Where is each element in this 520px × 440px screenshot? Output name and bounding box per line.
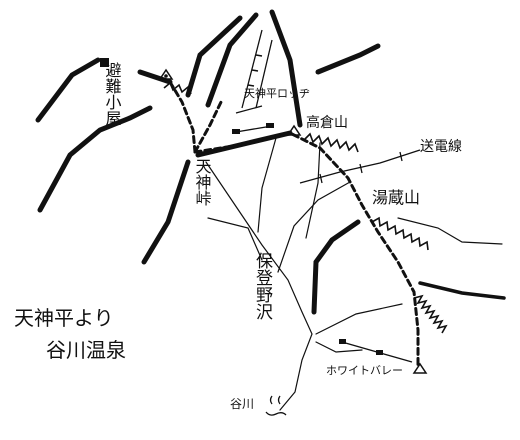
label-tanigawa: 谷川 — [230, 397, 254, 411]
stream-branch-north — [257, 137, 277, 233]
lift-station-icon — [376, 350, 383, 355]
stream-east — [397, 217, 503, 245]
label-white-valley: ホワイトバレー — [326, 364, 403, 377]
zigzag-takakura-east — [303, 132, 359, 153]
label-lodge: 天神平ロッヂ — [244, 86, 310, 100]
lift-ticks-lodge — [247, 54, 263, 87]
stream-mid — [305, 142, 321, 239]
stream-southeast — [315, 303, 403, 335]
triangle-summit-icon — [412, 362, 428, 374]
onsen-hot-spring-icon — [265, 395, 287, 416]
route-pass-to-lodge — [193, 98, 224, 154]
ridge-northwest — [35, 57, 101, 123]
triangle-summit-icon — [158, 68, 174, 80]
ridge-pass-south — [141, 159, 191, 265]
summit-dot — [164, 74, 168, 78]
stream-branch-west — [207, 217, 263, 261]
label-pass: 天神峠 — [193, 158, 212, 206]
lift-station-icon — [339, 339, 346, 344]
lift-under-lodge — [235, 105, 263, 114]
label-yuzou: 湯蔵山 — [372, 188, 420, 207]
ridge-east-north — [315, 43, 381, 75]
ropeway-lodge — [241, 29, 263, 109]
triangle-summit-icon — [286, 124, 302, 136]
label-hodoya: 保登野沢 — [252, 252, 273, 320]
hut-square-icon — [100, 58, 109, 67]
ridge-north-3 — [269, 9, 303, 128]
ridge-hut-to-peak — [137, 69, 173, 85]
lift-station-icon — [232, 129, 240, 134]
ropeway-lodge-2 — [255, 39, 273, 109]
label-takakura: 高倉山 — [306, 114, 348, 131]
ridge-north-2 — [205, 12, 259, 108]
caption-line2: 谷川温泉 — [46, 338, 126, 362]
lift-station-icon — [266, 123, 274, 128]
label-hut: 避難小屋 — [103, 62, 122, 126]
stream-hodoya-main — [205, 161, 313, 411]
zigzag-hut-section — [163, 81, 192, 95]
stream-lower — [315, 341, 363, 353]
ridge-yuzou-spur — [311, 219, 361, 315]
ridge-east-spur — [418, 281, 506, 300]
ridge-north-1 — [185, 15, 243, 98]
power-line — [299, 149, 421, 184]
zigzag-lower — [413, 294, 448, 334]
power-line-ticks — [319, 151, 403, 184]
stream-branch-east — [277, 181, 351, 273]
zigzag-yuzou-south — [371, 216, 429, 251]
caption-line1: 天神平より — [14, 306, 114, 330]
ridge-west-long — [37, 105, 153, 213]
hiking-route — [168, 80, 420, 370]
label-powerline: 送電線 — [420, 139, 462, 155]
